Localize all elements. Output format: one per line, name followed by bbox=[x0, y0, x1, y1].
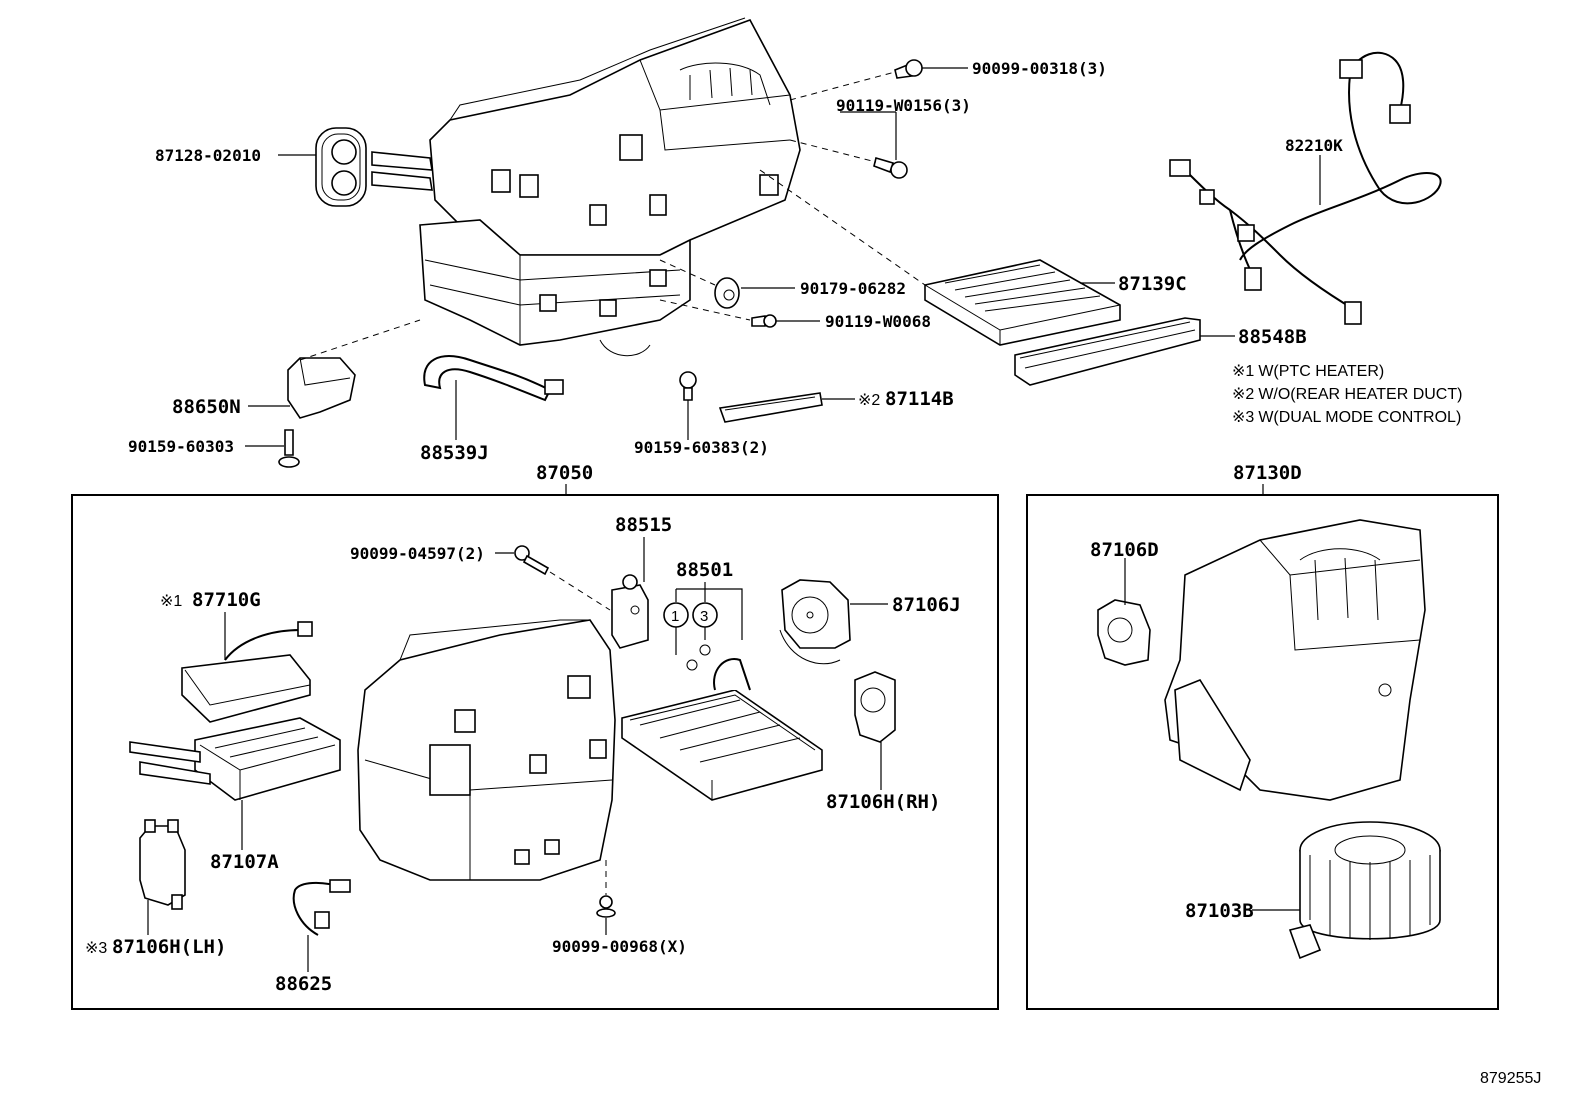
sensor-88625-drawing bbox=[292, 879, 351, 936]
evaporator-drawing bbox=[621, 658, 823, 801]
heater-unit-assembly-drawing bbox=[371, 17, 801, 357]
callout-90179-06282[interactable]: 90179-06282 bbox=[800, 279, 906, 298]
screw-90099-00318-drawing bbox=[894, 59, 923, 79]
callout-88515[interactable]: 88515 bbox=[615, 514, 672, 536]
callout-90159-60303[interactable]: 90159-60303 bbox=[128, 437, 234, 456]
callout-87128-02010[interactable]: 87128-02010 bbox=[155, 146, 261, 165]
group-label-87050[interactable]: 87050 bbox=[536, 462, 593, 484]
servo-motor-87106J-drawing bbox=[779, 579, 851, 665]
callout-87106D[interactable]: 87106D bbox=[1090, 539, 1159, 561]
expansion-valve-88515-drawing bbox=[611, 574, 649, 649]
screw-90099-00968-drawing bbox=[596, 895, 616, 918]
group-label-87130D[interactable]: 87130D bbox=[1233, 462, 1302, 484]
callout-88501[interactable]: 88501 bbox=[676, 559, 733, 581]
callout-87106J[interactable]: 87106J bbox=[892, 594, 961, 616]
callout-87114B-mark: ※2 bbox=[858, 392, 880, 409]
bolt-90099-04597-drawing bbox=[514, 545, 550, 576]
screw-90159-60383-drawing bbox=[679, 371, 697, 401]
servo-motor-87106H-RH-drawing bbox=[854, 671, 896, 743]
callout-87114B[interactable]: 87114B bbox=[885, 388, 954, 410]
duct-87114B-drawing bbox=[718, 392, 823, 423]
callout-87106H-LH-mark: ※3 bbox=[85, 940, 107, 957]
actuator-88650N-drawing bbox=[287, 357, 356, 419]
blower-motor-87103B-drawing bbox=[1288, 821, 1441, 960]
callout-90099-00318[interactable]: 90099-00318(3) bbox=[972, 59, 1107, 78]
callout-82210K[interactable]: 82210K bbox=[1285, 136, 1343, 155]
screw-90119-W0156-drawing bbox=[873, 156, 908, 179]
callout-87107A[interactable]: 87107A bbox=[210, 851, 279, 873]
callout-90119-W0068[interactable]: 90119-W0068 bbox=[825, 312, 931, 331]
ptc-heater-87710G-drawing bbox=[181, 621, 313, 723]
callout-90159-60383[interactable]: 90159-60383(2) bbox=[634, 438, 769, 457]
filter-frame-88548B-drawing bbox=[1014, 317, 1201, 386]
callout-88539J[interactable]: 88539J bbox=[420, 442, 489, 464]
servo-motor-87106H-LH-drawing bbox=[139, 819, 186, 910]
group-box-87130D bbox=[1026, 494, 1499, 1010]
ref-circle-3-label: 3 bbox=[700, 608, 708, 625]
callout-90099-00968[interactable]: 90099-00968(X) bbox=[552, 937, 687, 956]
callout-87710G[interactable]: 87710G bbox=[192, 589, 261, 611]
diagram-reference-code: 879255J bbox=[1480, 1070, 1541, 1087]
callout-88650N[interactable]: 88650N bbox=[172, 396, 241, 418]
servo-motor-87106D-drawing bbox=[1097, 599, 1151, 666]
callout-90099-04597[interactable]: 90099-04597(2) bbox=[350, 544, 485, 563]
callout-87103B[interactable]: 87103B bbox=[1185, 900, 1254, 922]
callout-87139C[interactable]: 87139C bbox=[1118, 273, 1187, 295]
callout-87106H-RH[interactable]: 87106H(RH) bbox=[826, 791, 940, 813]
screw-90159-60303-drawing bbox=[278, 429, 300, 468]
screw-90119-W0068-drawing bbox=[751, 314, 777, 328]
heater-case-drawing bbox=[357, 619, 616, 881]
wire-harness-82210K-drawing bbox=[1169, 51, 1442, 325]
ref-circle-1-label: 1 bbox=[671, 608, 679, 625]
callout-87710G-mark: ※1 bbox=[160, 593, 182, 610]
grommet-87128-02010-drawing bbox=[315, 127, 367, 207]
group-box-87050 bbox=[71, 494, 999, 1010]
hose-88539J-drawing bbox=[423, 355, 564, 402]
callout-90119-W0156[interactable]: 90119-W0156(3) bbox=[836, 96, 971, 115]
clip-90179-06282-drawing bbox=[714, 277, 740, 309]
heater-core-87107A-drawing bbox=[129, 717, 341, 801]
callout-88548B[interactable]: 88548B bbox=[1238, 326, 1307, 348]
callout-88625[interactable]: 88625 bbox=[275, 973, 332, 995]
callout-87106H-LH[interactable]: 87106H(LH) bbox=[112, 936, 226, 958]
blower-case-drawing bbox=[1164, 519, 1426, 801]
filter-87139C-drawing bbox=[924, 259, 1121, 346]
